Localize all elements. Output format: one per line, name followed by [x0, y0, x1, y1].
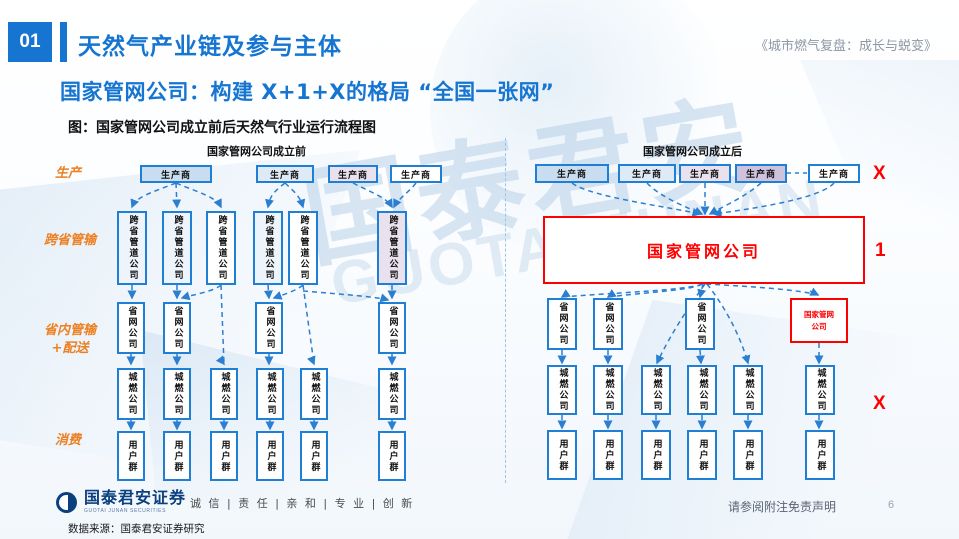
right-node-user-group: 用户群 — [733, 430, 763, 480]
figure-caption: 图：国家管网公司成立前后天然气行业运行流程图 — [68, 120, 376, 136]
left-node-city-gas: 城燃公司 — [163, 368, 191, 420]
left-node-provincial-network: 省网公司 — [378, 302, 406, 354]
connector-layer — [126, 172, 835, 431]
left-node-producer: 生产商 — [328, 165, 378, 183]
right-node-producer: 生产商 — [618, 164, 676, 183]
left-node-producer: 生产商 — [140, 165, 212, 183]
right-node-city-gas: 城燃公司 — [547, 365, 577, 415]
stage-label-intraprovincial: 省内管输 — [43, 323, 96, 338]
left-node-provincial-network: 省网公司 — [255, 302, 283, 354]
left-node-interprovincial-pipeline: 跨省管道公司 — [288, 211, 318, 285]
right-node-user-group: 用户群 — [805, 430, 835, 480]
left-node-producer: 生产商 — [256, 165, 314, 183]
left-node-producer: 生产商 — [390, 165, 442, 183]
left-node-city-gas: 城燃公司 — [256, 368, 284, 420]
right-node-user-group: 用户群 — [687, 430, 717, 480]
right-node-provincial-network: 省网公司 — [593, 298, 623, 350]
right-node-city-gas: 城燃公司 — [641, 365, 671, 415]
left-node-user-group: 用户群 — [378, 431, 406, 481]
right-node-user-group: 用户群 — [641, 430, 671, 480]
left-node-interprovincial-pipeline: 跨省管道公司 — [253, 211, 283, 285]
section-number-badge: 01 — [8, 22, 52, 62]
left-diagram-title: 国家管网公司成立前 — [207, 145, 306, 158]
left-node-user-group: 用户群 — [163, 431, 191, 481]
right-node-city-gas: 城燃公司 — [733, 365, 763, 415]
main-heading: 国家管网公司：构建 X+1+X的格局 “全国一张网” — [60, 80, 555, 104]
data-source: 数据来源：国泰君安证券研究 — [68, 523, 205, 535]
left-node-interprovincial-pipeline: 跨省管道公司 — [377, 211, 407, 285]
disclaimer-note: 请参阅附注免责声明 — [728, 500, 837, 514]
stage-label-production: 生产 — [54, 166, 81, 181]
right-node-user-group: 用户群 — [547, 430, 577, 480]
left-node-city-gas: 城燃公司 — [378, 368, 406, 420]
right-node-producer: 生产商 — [535, 164, 609, 183]
right-node-city-gas: 城燃公司 — [805, 365, 835, 415]
diagram-divider — [505, 138, 506, 483]
stage-label-interprovincial: 跨省管输 — [43, 233, 96, 248]
left-node-interprovincial-pipeline: 跨省管道公司 — [117, 211, 147, 285]
stage-label-distribution: +配送 — [51, 341, 89, 356]
page-title: 天然气产业链及参与主体 — [78, 34, 342, 60]
structure-marker-2: X — [873, 393, 886, 414]
left-node-provincial-network: 省网公司 — [117, 302, 145, 354]
right-node-national-pipeline-branch: 国家管网 公司 — [790, 298, 848, 343]
right-node-producer: 生产商 — [808, 164, 860, 183]
left-node-interprovincial-pipeline: 跨省管道公司 — [162, 211, 192, 285]
left-node-user-group: 用户群 — [117, 431, 145, 481]
left-node-city-gas: 城燃公司 — [210, 368, 238, 420]
right-node-producer: 生产商 — [679, 164, 731, 183]
left-node-provincial-network: 省网公司 — [163, 302, 191, 354]
right-node-provincial-network: 省网公司 — [547, 298, 577, 350]
right-diagram-title: 国家管网公司成立后 — [643, 145, 742, 158]
company-logo: 国泰君安证券 GUOTAI JUNAN SECURITIES — [56, 490, 186, 514]
structure-marker-1: 1 — [875, 240, 886, 261]
flow-diagram: 生产 跨省管输 省内管输 +配送 消费 国家管网公司成立前 国家管网公司成立后 … — [0, 135, 959, 485]
header-accent-bar — [60, 22, 67, 62]
left-node-city-gas: 城燃公司 — [117, 368, 145, 420]
stage-label-consumption: 消费 — [54, 433, 81, 448]
right-node-producer: 生产商 — [735, 164, 787, 183]
right-node-city-gas: 城燃公司 — [687, 365, 717, 415]
company-slogan: 诚 信 | 责 任 | 亲 和 | 专 业 | 创 新 — [190, 497, 415, 510]
logo-name-en: GUOTAI JUNAN SECURITIES — [84, 508, 167, 514]
left-node-user-group: 用户群 — [300, 431, 328, 481]
right-node-provincial-network: 省网公司 — [685, 298, 715, 350]
left-node-city-gas: 城燃公司 — [300, 368, 328, 420]
right-node-user-group: 用户群 — [593, 430, 623, 480]
left-node-user-group: 用户群 — [256, 431, 284, 481]
page-number: 6 — [888, 499, 895, 511]
left-node-user-group: 用户群 — [210, 431, 238, 481]
right-node-city-gas: 城燃公司 — [593, 365, 623, 415]
report-reference: 《城市燃气复盘：成长与蜕变》 — [754, 39, 937, 54]
left-node-interprovincial-pipeline: 跨省管道公司 — [206, 211, 236, 285]
logo-mark-icon — [56, 491, 77, 513]
structure-marker-0: X — [873, 163, 886, 184]
logo-name-cn: 国泰君安证券 — [84, 488, 187, 507]
right-node-national-pipeline-company: 国家管网公司 — [543, 216, 865, 284]
